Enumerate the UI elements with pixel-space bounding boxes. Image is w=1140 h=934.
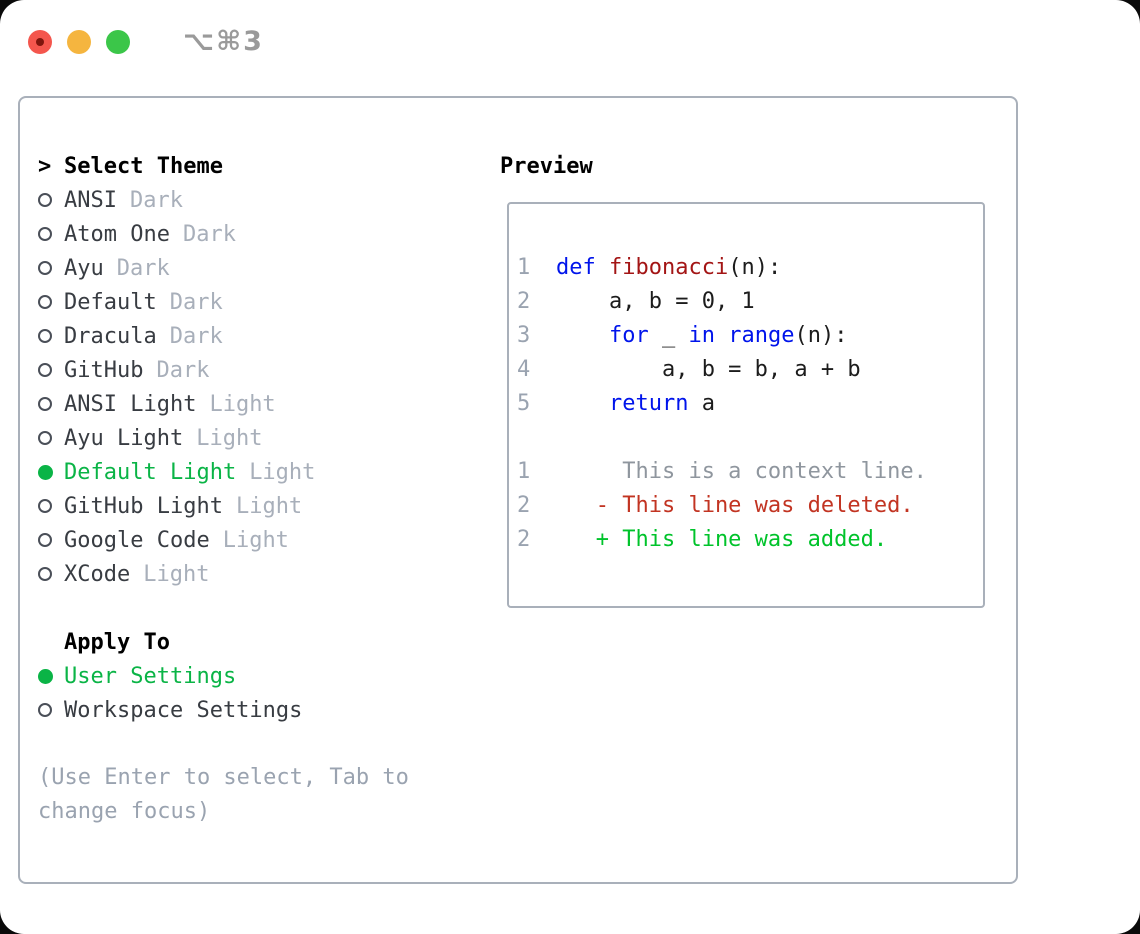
spacer [38,727,474,761]
select-theme-title: Select Theme [64,153,223,179]
radio-unselected-icon [38,397,64,411]
close-button[interactable] [28,29,52,54]
radio-unselected-icon [38,363,64,377]
apply-option-label: Workspace Settings [64,697,303,723]
line-content: def fibonacci(n): [556,254,782,280]
line-number: 2 [517,492,531,518]
theme-variant: Light [235,493,303,519]
help-text: (Use Enter to select, Tab to change focu… [38,765,409,824]
radio-unselected-icon [38,193,64,207]
theme-option-xcode[interactable]: XCode Light [38,557,474,591]
theme-name: XCode [64,561,131,587]
preview-line: 1 This is a context line. [517,454,983,488]
apply-option-label: User Settings [64,663,237,689]
radio-unselected-icon [38,431,64,445]
minimize-button[interactable] [67,29,91,54]
line-number: 1 [517,458,531,484]
apply-to-header: Apply To [38,625,474,659]
theme-variant: Light [196,425,263,451]
line-number: 1 [517,254,531,280]
radio-unselected-icon [38,227,64,241]
theme-variant: Dark [156,357,210,383]
theme-option-ayu-light[interactable]: Ayu Light Light [38,421,474,455]
theme-name: Ayu Light [64,425,184,451]
preview-line: 1 def fibonacci(n): [517,250,983,284]
theme-variant: Dark [116,255,170,281]
line-content: a, b = b, a + b [556,356,861,382]
theme-name: Atom One [64,221,170,247]
line-number: 2 [517,526,531,552]
line-content: for _ in range(n): [608,322,848,348]
theme-option-ansi[interactable]: ANSI Dark [38,183,474,217]
line-content: + This line was added. [556,526,888,552]
radio-selected-icon [38,668,64,684]
theme-option-ayu[interactable]: Ayu Dark [38,251,474,285]
theme-name: ANSI [64,187,117,213]
theme-variant: Light [249,459,316,485]
line-content: This is a context line. [556,458,927,484]
preview-line: 3 for _ in range(n): [517,318,983,352]
theme-variant: Dark [169,289,223,315]
spacer [38,591,474,625]
radio-unselected-icon [38,295,64,309]
preview-line: 5 return a [517,386,983,420]
theme-variant: Light [222,527,289,553]
radio-unselected-icon [38,499,64,513]
theme-option-dracula[interactable]: Dracula Dark [38,319,474,353]
radio-selected-icon [38,464,64,480]
preview-line: 2 + This line was added. [517,522,983,556]
theme-option-default[interactable]: Default Dark [38,285,474,319]
theme-name: GitHub [64,357,144,383]
theme-name: Dracula [64,323,157,349]
radio-unselected-icon [38,261,64,275]
theme-name: GitHub Light [64,493,223,519]
line-content: - This line was deleted. [556,492,914,518]
preview-line: 4 a, b = b, a + b [517,352,983,386]
theme-name: Google Code [64,527,210,553]
theme-option-google-code[interactable]: Google Code Light [38,523,474,557]
window-title: ⌥⌘3 [183,26,264,57]
theme-variant: Dark [169,323,223,349]
titlebar: ⌥⌘3 [28,26,264,57]
radio-unselected-icon [38,703,64,717]
focus-prompt-icon: > [38,153,52,179]
apply-option-workspace-settings[interactable]: Workspace Settings [38,693,474,727]
line-content: return a [608,390,715,416]
theme-option-github-light[interactable]: GitHub Light Light [38,489,474,523]
theme-variant: Light [209,391,276,417]
radio-unselected-icon [38,533,64,547]
theme-option-github[interactable]: GitHub Dark [38,353,474,387]
theme-name: ANSI Light [64,391,197,417]
line-number: 3 [517,322,531,348]
preview-title: Preview [500,153,593,179]
select-theme-header: > Select Theme [38,149,474,183]
radio-unselected-icon [38,567,64,581]
theme-option-default-light[interactable]: Default Light Light [38,455,474,489]
theme-option-ansi-light[interactable]: ANSI Light Light [38,387,474,421]
preview-line [517,420,983,454]
zoom-button[interactable] [106,29,130,54]
theme-variant: Dark [182,221,236,247]
line-number: 2 [517,288,531,314]
theme-name: Default [64,289,157,315]
theme-option-atom-one[interactable]: Atom One Dark [38,217,474,251]
line-content: a, b = 0, 1 [556,288,755,314]
preview-line: 2 a, b = 0, 1 [517,284,983,318]
apply-option-user-settings[interactable]: User Settings [38,659,474,693]
theme-name: Ayu [64,255,104,281]
theme-variant: Light [143,561,210,587]
line-number: 5 [517,390,531,416]
theme-variant: Dark [129,187,183,213]
radio-unselected-icon [38,329,64,343]
theme-name: Default Light [64,459,237,485]
line-number: 4 [517,356,531,382]
preview-line: 2 - This line was deleted. [517,488,983,522]
apply-to-title: Apply To [64,629,170,655]
